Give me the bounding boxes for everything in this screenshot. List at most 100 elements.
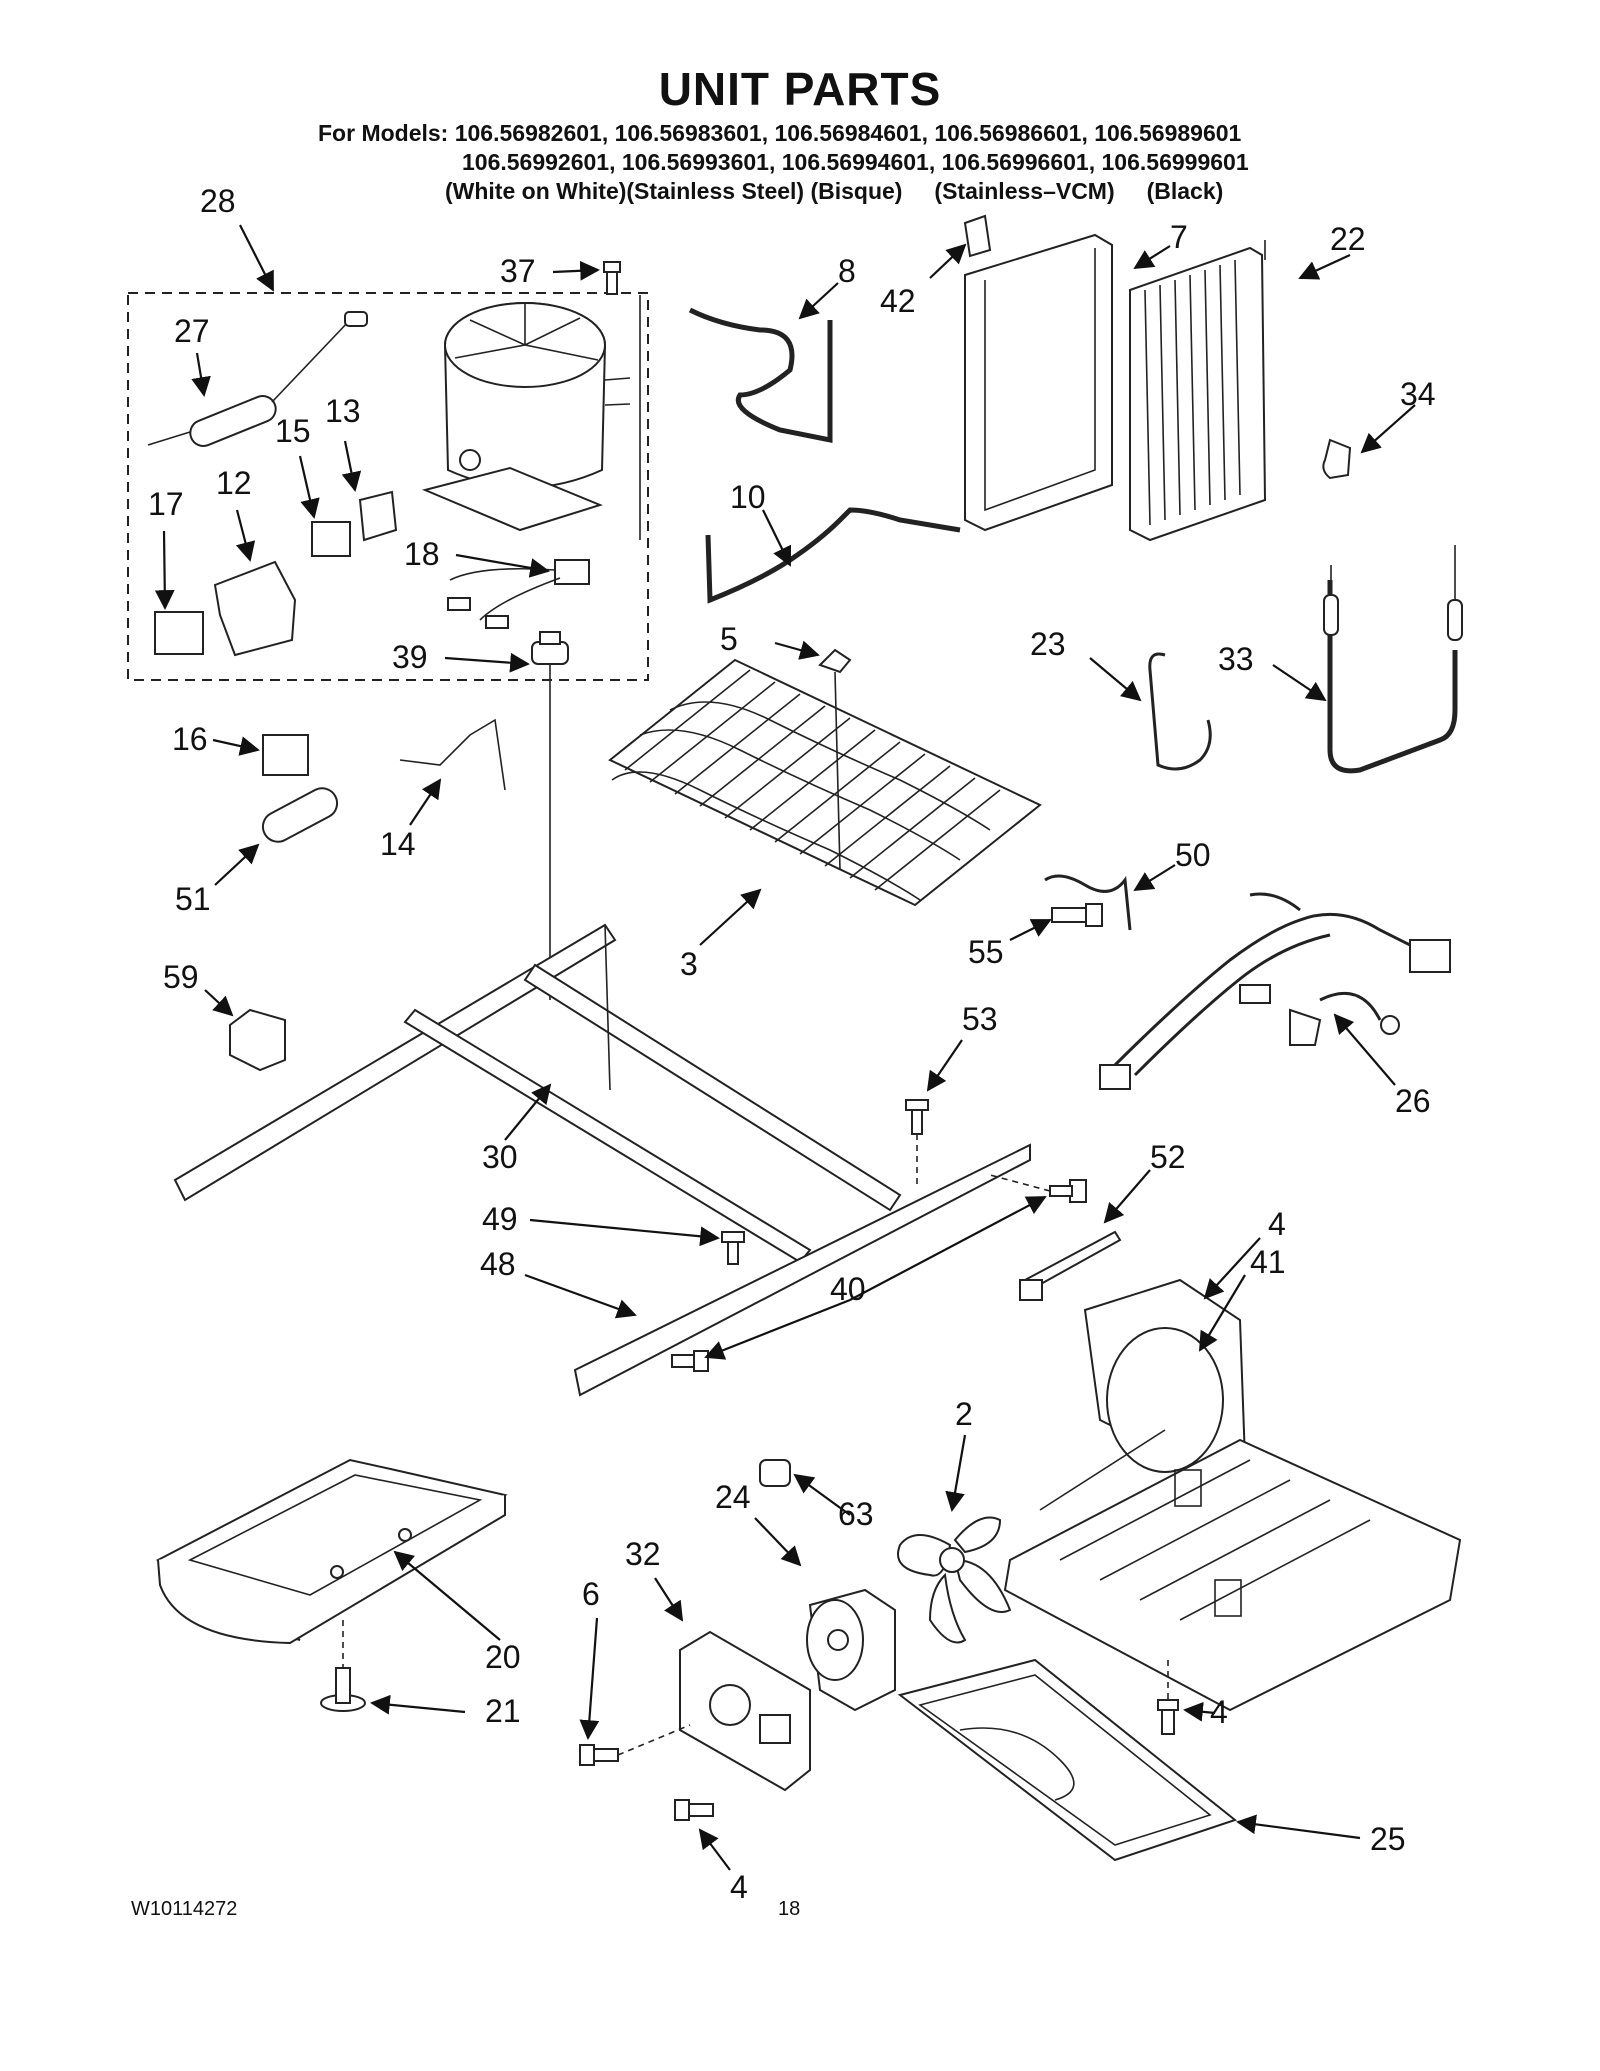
callout-15: 15: [275, 413, 311, 449]
screw-4-right: [1157, 1699, 1179, 1735]
callout-40: 40: [830, 1271, 866, 1307]
clip-34: [1322, 438, 1352, 480]
tie-52-head: [1019, 1279, 1043, 1301]
part-63: [759, 1459, 791, 1487]
callout-53: 53: [962, 1001, 998, 1037]
callout-6: 6: [582, 1576, 600, 1612]
heater-line: [834, 671, 841, 871]
shroud-7: [964, 233, 1113, 532]
callout-51: 51: [175, 881, 211, 917]
fan-motor-24: [806, 1588, 896, 1712]
screw-4-bottom: [674, 1799, 714, 1821]
tube-10: [705, 507, 961, 604]
callout-52: 52: [1150, 1139, 1186, 1175]
doc-number: W10114272: [131, 1898, 238, 1920]
callout-2: 2: [955, 1396, 973, 1432]
callout-13: 13: [325, 393, 361, 429]
condenser-22: [1129, 240, 1267, 542]
callout-16: 16: [172, 721, 208, 757]
tube-33: [1323, 545, 1463, 774]
callout-28: 28: [200, 183, 236, 219]
cover-13: [358, 490, 398, 542]
drier-27: [147, 311, 368, 447]
evaporator-3: [608, 658, 1042, 907]
callout-42: 42: [880, 283, 916, 319]
callout-4-right: 4: [1210, 1694, 1228, 1730]
callout-55: 55: [968, 934, 1004, 970]
rail-assembly-30: [173, 923, 902, 1264]
callout-4-upper: 4: [1268, 1206, 1286, 1242]
callout-24: 24: [715, 1479, 751, 1515]
screw-55: [1051, 903, 1103, 927]
fastener-21: [320, 1667, 366, 1712]
callout-5: 5: [720, 621, 738, 657]
callout-34: 34: [1400, 376, 1436, 412]
wire-23: [1148, 652, 1212, 771]
callout-26: 26: [1395, 1083, 1431, 1119]
callout-14: 14: [380, 826, 416, 862]
callout-25: 25: [1370, 1821, 1406, 1857]
callout-33: 33: [1218, 641, 1254, 677]
models-line-2: 106.56992601, 106.56993601, 106.56994601…: [462, 149, 1249, 175]
clip-17: [154, 611, 204, 655]
models-line-3: (White on White)(Stainless Steel) (Bisqu…: [445, 178, 1224, 204]
compressor-part: [421, 302, 631, 532]
wire-14: [399, 718, 506, 791]
overload-12: [213, 560, 297, 657]
grommet-39: [531, 631, 569, 665]
callout-8: 8: [838, 253, 856, 289]
screw-37: [603, 261, 621, 295]
callout-48: 48: [480, 1246, 516, 1282]
screw-40-guide: [989, 1174, 1051, 1192]
callout-12: 12: [216, 465, 252, 501]
screw-40-lower: [671, 1350, 709, 1372]
callout-39: 39: [392, 639, 428, 675]
callout-17: 17: [148, 486, 184, 522]
page-title: UNIT PARTS: [658, 63, 942, 115]
callout-18: 18: [404, 536, 440, 572]
callout-49: 49: [482, 1201, 518, 1237]
cover-panel-20: [155, 1458, 508, 1645]
screw-53: [905, 1099, 929, 1135]
callout-30: 30: [482, 1139, 518, 1175]
relay-15: [311, 521, 351, 557]
callout-7: 7: [1170, 219, 1188, 255]
harness-18: [447, 559, 590, 629]
callout-21: 21: [485, 1693, 521, 1729]
part-59: [229, 1008, 286, 1072]
fan-bracket-41: [1003, 1278, 1462, 1712]
callout-4-bottom: 4: [730, 1869, 748, 1905]
callout-10: 10: [730, 479, 766, 515]
clip-42: [963, 214, 992, 258]
screw-40: [1049, 1179, 1087, 1203]
bracket-50: [1044, 874, 1132, 931]
bracket-48: [573, 1143, 1031, 1397]
models-line-1: For Models: 106.56982601, 106.56983601, …: [318, 120, 1242, 146]
leader-lines: [154, 224, 1416, 1871]
callout-32: 32: [625, 1536, 661, 1572]
callout-3: 3: [680, 946, 698, 982]
callout-22: 22: [1330, 221, 1366, 257]
callout-27: 27: [174, 313, 210, 349]
screw-6-guide: [617, 1724, 691, 1756]
part-16: [262, 734, 309, 776]
power-harness-26: [1099, 892, 1451, 1090]
callout-50: 50: [1175, 837, 1211, 873]
callout-23: 23: [1030, 626, 1066, 662]
clip-5: [818, 648, 852, 674]
callout-59: 59: [163, 959, 199, 995]
drain-pan-25: [897, 1658, 1238, 1862]
screw-6: [579, 1744, 619, 1766]
callout-63: 63: [838, 1496, 874, 1532]
callout-20: 20: [485, 1639, 521, 1675]
callout-41: 41: [1250, 1244, 1286, 1280]
motor-bracket-32: [679, 1630, 811, 1792]
fan-blade-2: [897, 1516, 1012, 1644]
sleeve-51: [261, 787, 339, 843]
callout-37: 37: [500, 253, 536, 289]
compressor-group-box: [127, 292, 649, 681]
screw-49: [721, 1231, 745, 1265]
page-number: 18: [778, 1898, 801, 1920]
tube-8: [688, 307, 833, 444]
